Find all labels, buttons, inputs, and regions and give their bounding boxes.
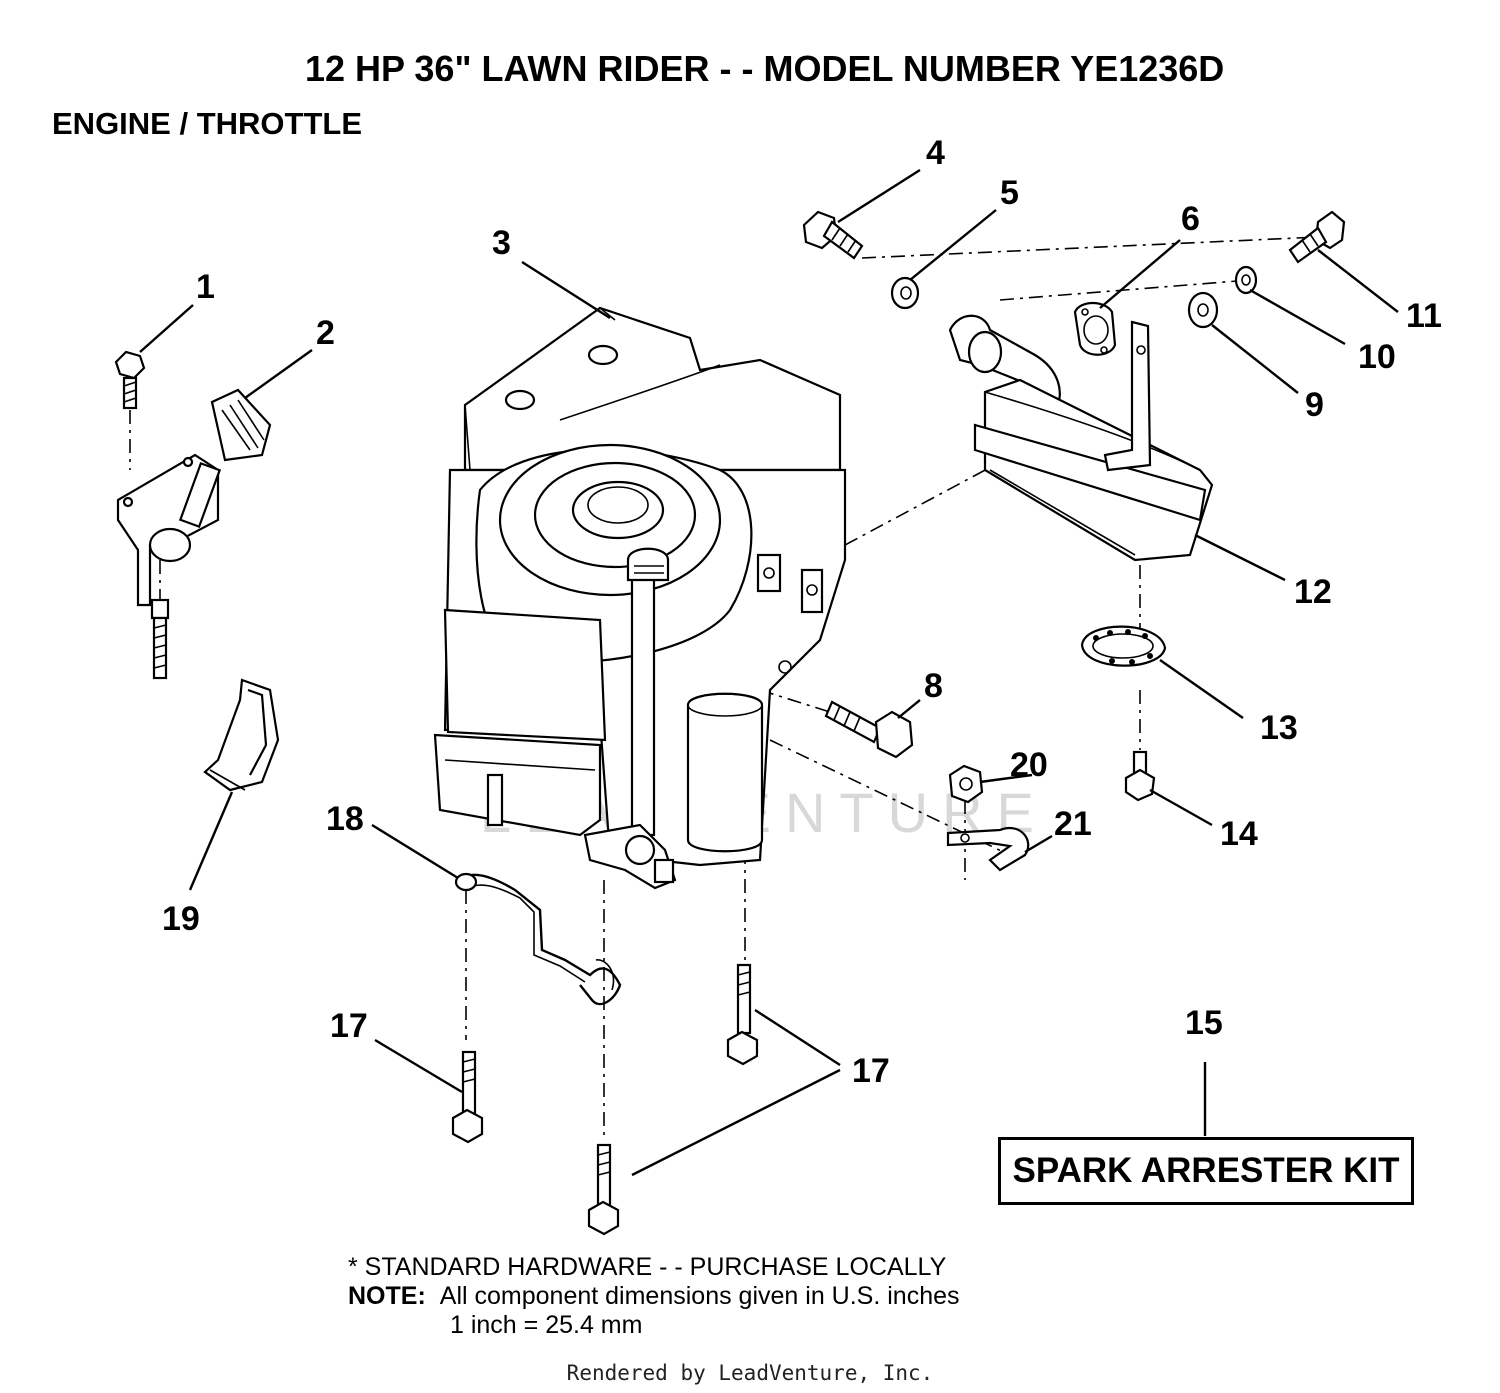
part-bolt-8 <box>824 700 914 759</box>
part-bolt-17-bottom <box>587 1143 620 1236</box>
part-throttle-control-2 <box>116 388 272 680</box>
part-bolt-17-left <box>451 1050 484 1144</box>
part-bolt-4 <box>802 210 864 260</box>
callout-1: 1 <box>196 268 215 306</box>
part-engine-3 <box>433 306 847 890</box>
part-washer-5 <box>890 276 920 310</box>
callout-20: 20 <box>1010 746 1048 784</box>
part-bracket-19 <box>203 678 280 792</box>
section-title: ENGINE / THROTTLE <box>52 106 362 141</box>
callout-13: 13 <box>1260 709 1298 747</box>
callout-18: 18 <box>326 800 364 838</box>
part-washer-10 <box>1234 265 1258 295</box>
footer-credit: Rendered by LeadVenture, Inc. <box>566 1361 934 1385</box>
callout-11: 11 <box>1406 297 1442 335</box>
callout-15: 15 <box>1185 1004 1223 1042</box>
callout-4: 4 <box>926 134 945 172</box>
callout-21: 21 <box>1054 805 1092 843</box>
callout-19: 19 <box>162 900 200 938</box>
callout-12: 12 <box>1294 573 1332 611</box>
callout-17-left: 17 <box>330 1007 368 1045</box>
standard-hardware-note: * STANDARD HARDWARE - - PURCHASE LOCALLY <box>348 1253 947 1281</box>
callout-9: 9 <box>1305 386 1324 424</box>
part-washer-9 <box>1187 291 1219 329</box>
note-label: NOTE: <box>348 1282 426 1310</box>
part-nut-20 <box>948 764 984 804</box>
part-bolt-1 <box>114 350 146 410</box>
dimension-note: NOTE: All component dimensions given in U… <box>348 1282 960 1311</box>
callout-8: 8 <box>924 667 943 705</box>
part-bolt-17-center <box>726 963 759 1066</box>
part-gasket-6 <box>1073 301 1117 356</box>
part-arrester-13 <box>1080 625 1167 667</box>
part-muffler-12 <box>973 320 1214 562</box>
spark-arrester-kit-box: SPARK ARRESTER KIT <box>998 1137 1414 1205</box>
callout-3: 3 <box>492 224 511 262</box>
page-title: 12 HP 36" LAWN RIDER - - MODEL NUMBER YE… <box>305 48 1225 89</box>
part-screw-14 <box>1124 750 1156 802</box>
note-text: All component dimensions given in U.S. i… <box>439 1282 960 1310</box>
part-clip-21 <box>946 827 1030 872</box>
callout-17-right: 17 <box>852 1052 890 1090</box>
callout-10: 10 <box>1358 338 1396 376</box>
leader-lines <box>139 168 1399 1177</box>
callout-numbers: 1 2 3 4 5 6 8 9 10 11 12 13 14 15 17 17 … <box>162 134 1442 1090</box>
part-fuel-line-18 <box>454 872 622 1006</box>
callout-6: 6 <box>1181 200 1200 238</box>
unit-conversion: 1 inch = 25.4 mm <box>450 1311 643 1339</box>
callout-14: 14 <box>1220 815 1258 853</box>
part-bolt-11 <box>1288 210 1346 264</box>
callout-5: 5 <box>1000 174 1019 212</box>
spark-arrester-kit-label: SPARK ARRESTER KIT <box>1012 1151 1400 1190</box>
callout-2: 2 <box>316 314 335 352</box>
